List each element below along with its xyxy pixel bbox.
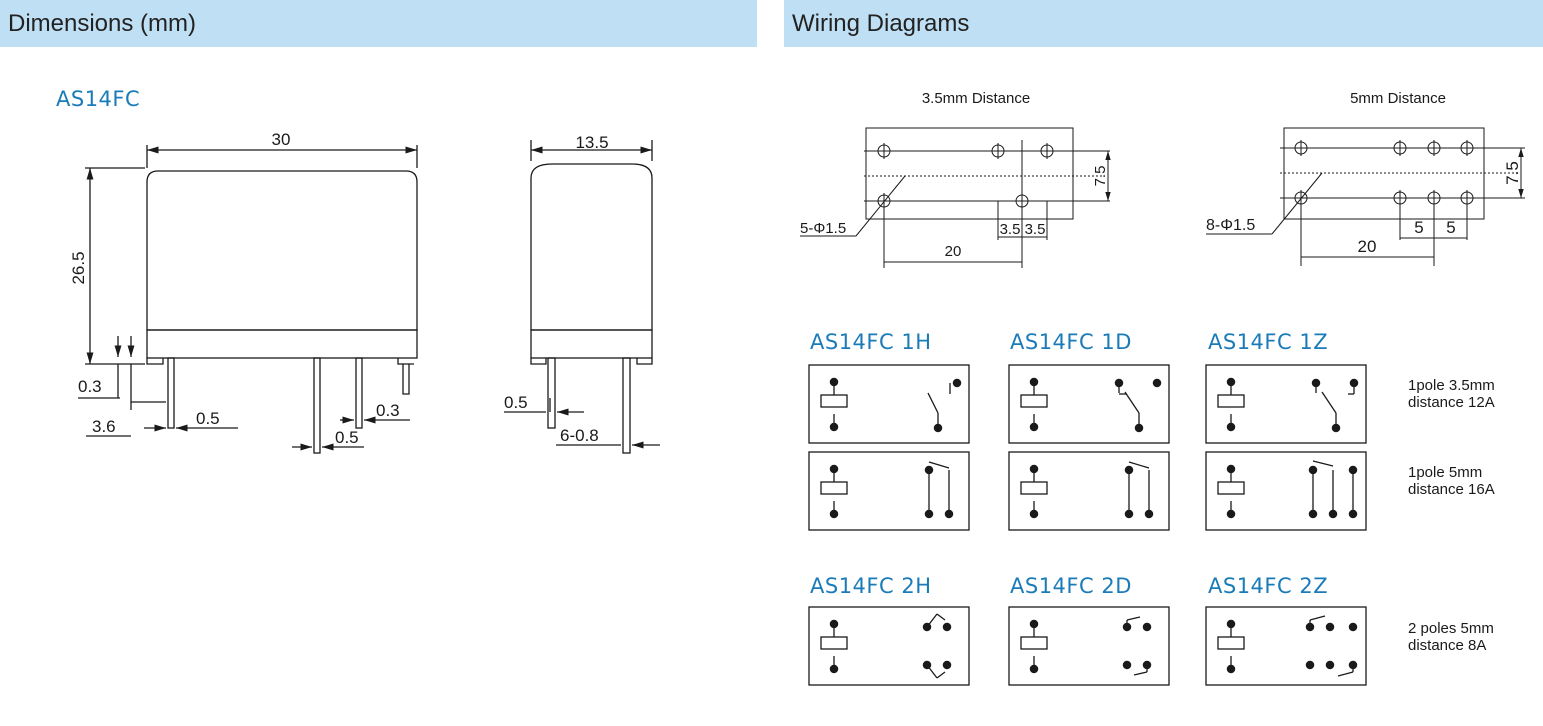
variant-1z-label: AS14FC 1Z — [1208, 330, 1329, 354]
schematic-2h — [808, 606, 970, 686]
wire-line — [1321, 391, 1337, 414]
layout-3-5mm-vertical: 7.5 — [1092, 166, 1109, 187]
layout-3-5mm-title: 3.5mm Distance — [922, 90, 1030, 107]
coil-symbol — [1217, 636, 1245, 650]
layout-5mm-labels: 5mm Distance 8-Φ1.5 20 7.5 5 5 — [1206, 90, 1522, 256]
terminal-dot — [1305, 660, 1315, 670]
terminal-dot — [952, 378, 962, 388]
schematic-1z-3-5mm — [1205, 364, 1367, 444]
coil-symbol — [820, 636, 848, 650]
coil-symbol — [1020, 481, 1048, 495]
coil-symbol — [820, 394, 848, 408]
terminal-dot — [1122, 660, 1132, 670]
layout-5mm — [1206, 127, 1525, 266]
layout-3-5mm-pitch-b: 3.5 — [1025, 221, 1046, 238]
layout-5mm-span: 20 — [1358, 237, 1377, 256]
dim-pins-label: 6-0.8 — [560, 426, 599, 445]
coil-symbol — [820, 481, 848, 495]
terminal-dot — [1325, 660, 1335, 670]
layout-3-5mm — [800, 127, 1111, 268]
wire-line — [1128, 461, 1150, 469]
layout-3-5mm-labels: 3.5mm Distance 5-Φ1.5 20 7.5 3.5 3.5 — [800, 90, 1109, 260]
wiring-diagrams-header: Wiring Diagrams — [784, 0, 1543, 47]
layout-3-5mm-span: 20 — [945, 243, 962, 260]
variant-2h-label: AS14FC 2H — [810, 574, 932, 598]
wire-line — [1124, 391, 1140, 414]
wire-line — [927, 392, 939, 414]
wire-line — [926, 613, 938, 628]
schematic-1d-3-5mm — [1008, 364, 1170, 444]
schematic-1h-5mm — [808, 451, 970, 531]
dim-pin-offset-label: 0.3 — [78, 377, 102, 396]
front-view — [78, 145, 418, 454]
variant-1h-label: AS14FC 1H — [810, 330, 932, 354]
layout-5mm-pitch-a: 5 — [1414, 218, 1423, 237]
dim-pin-width-label: 0.5 — [196, 409, 220, 428]
schematics — [808, 364, 1367, 686]
wire-line — [1312, 460, 1334, 467]
layout-5mm-title: 5mm Distance — [1350, 90, 1446, 107]
dim-width-label: 30 — [272, 130, 291, 149]
layout-5mm-holes: 8-Φ1.5 — [1206, 217, 1255, 234]
layout-5mm-vertical: 7.5 — [1503, 161, 1522, 185]
wire-line — [1337, 671, 1354, 677]
wire-line — [936, 671, 946, 679]
variant-2z-label: AS14FC 2Z — [1208, 574, 1329, 598]
coil-symbol — [1020, 394, 1048, 408]
wire-line — [928, 461, 950, 469]
coil-symbol — [1217, 394, 1245, 408]
coil-symbol — [1020, 636, 1048, 650]
wire-line — [1126, 616, 1141, 621]
schematic-symbols — [820, 377, 1359, 679]
wire-line — [1133, 671, 1148, 676]
terminal-dot — [1152, 378, 1162, 388]
schematic-1z-5mm — [1205, 451, 1367, 531]
variant-2d-label: AS14FC 2D — [1010, 574, 1132, 598]
model-label: AS14FC — [56, 87, 141, 111]
layout-5mm-pitch-b: 5 — [1446, 218, 1455, 237]
dimensions-header: Dimensions (mm) — [0, 0, 757, 47]
dim-pin-pitch-label: 0.5 — [335, 428, 359, 447]
dim-depth-label: 13.5 — [575, 133, 608, 152]
coil-symbol — [1217, 481, 1245, 495]
schematic-2d — [1008, 606, 1170, 686]
layout-3-5mm-pitch-a: 3.5 — [1000, 221, 1021, 238]
side-view — [504, 140, 660, 454]
dim-pin-edge-label: 3.6 — [92, 417, 116, 436]
terminal-dot — [1142, 622, 1152, 632]
dim-pin-gap-label: 0.3 — [376, 401, 400, 420]
wire-line — [1309, 615, 1326, 621]
wire-line — [926, 664, 938, 679]
schematic-1d-5mm — [1008, 451, 1170, 531]
schematic-1h-3-5mm — [808, 364, 970, 444]
terminal-dot — [942, 660, 952, 670]
dim-height-label: 26.5 — [69, 251, 88, 284]
terminal-dot — [942, 622, 952, 632]
front-view-labels: 30 26.5 0.3 3.6 0.5 0.3 0.5 — [69, 130, 400, 447]
schematic-2z — [1205, 606, 1367, 686]
terminal-dot — [1325, 622, 1335, 632]
variant-1d-label: AS14FC 1D — [1010, 330, 1132, 354]
wire-line — [936, 613, 946, 621]
dim-side-pin-label: 0.5 — [504, 393, 528, 412]
layout-3-5mm-holes: 5-Φ1.5 — [800, 220, 846, 237]
terminal-dot — [1348, 622, 1358, 632]
side-view-labels: 13.5 0.5 6-0.8 — [504, 133, 609, 445]
